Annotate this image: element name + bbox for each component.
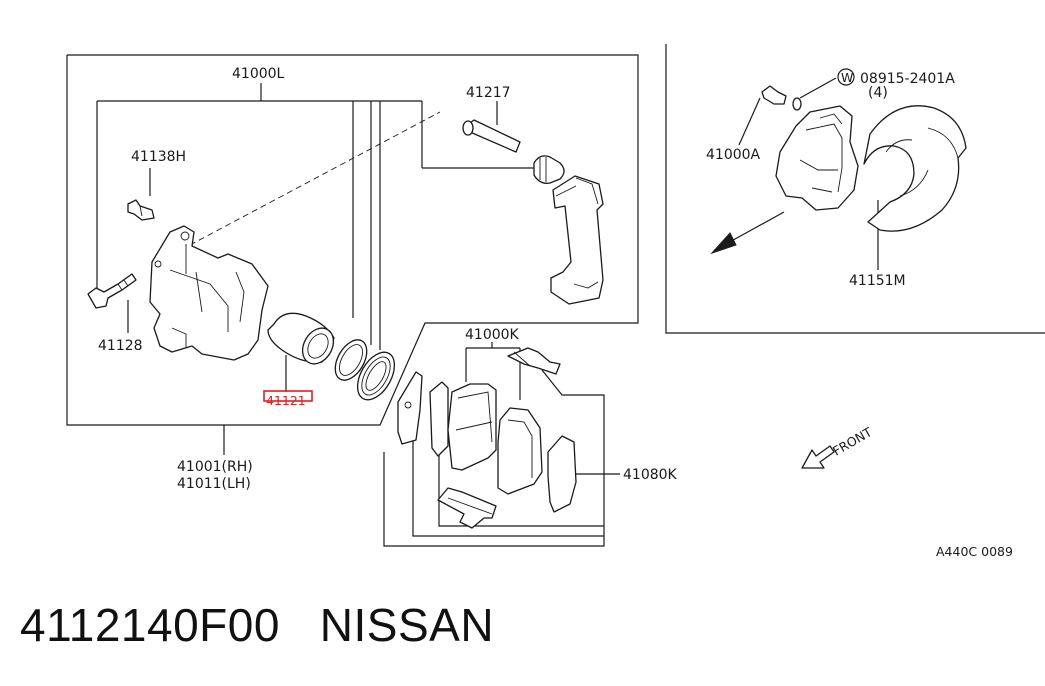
label-41138H: 41138H	[131, 149, 186, 165]
label-41121[interactable]: 41121	[266, 393, 306, 408]
inner-shim-part	[429, 381, 449, 457]
washer-symbol-circle	[837, 68, 855, 86]
pad-clip-top-part	[507, 347, 561, 375]
pad-shim-part	[547, 435, 577, 513]
label-41011-lh: 41011(LH)	[177, 476, 251, 492]
detail-caliper-part	[775, 105, 859, 211]
detail-washer-part	[792, 97, 802, 111]
label-41080K: 41080K	[623, 467, 678, 483]
caliper-group-frame	[66, 54, 639, 426]
dust-boot-part	[356, 351, 396, 401]
label-41000K: 41000K	[465, 327, 520, 343]
bolt-part	[87, 273, 137, 309]
label-41128: 41128	[98, 338, 143, 354]
pad-kit-frame	[383, 342, 620, 547]
caliper-bracket-part	[550, 175, 604, 305]
pad-clip-bottom-part	[437, 487, 497, 529]
piston-highlight-box	[263, 390, 313, 402]
detail-leaders	[738, 77, 879, 270]
label-41001-rh: 41001(RH)	[177, 459, 253, 475]
brand-name: NISSAN	[319, 599, 495, 651]
outer-shim-part	[397, 371, 423, 445]
piston-part	[267, 312, 335, 365]
label-washer-symbol: W	[841, 70, 853, 85]
brake-pad-outer-part	[447, 383, 497, 471]
front-arrow-icon	[801, 445, 835, 469]
label-washer-qty: (4)	[868, 85, 888, 101]
piston-seal-part	[334, 339, 368, 381]
label-08915-2401A: 08915-2401A	[860, 71, 955, 87]
brake-pad-inner-part	[497, 407, 543, 495]
bleeder-screw-part	[127, 199, 155, 221]
label-41151M: 41151M	[849, 273, 906, 289]
dust-shield-part	[863, 105, 967, 232]
caliper-assembly-leaders	[96, 83, 540, 455]
label-41000L: 41000L	[232, 66, 285, 82]
detail-panel-frame	[665, 44, 1045, 334]
part-title: 4112140F00 NISSAN	[20, 598, 494, 652]
direction-arrow	[710, 211, 785, 255]
caliper-body-part	[149, 225, 269, 361]
detail-bolt-part	[761, 85, 787, 105]
label-front: FRONT	[830, 424, 875, 459]
assembly-dash-line	[189, 111, 441, 246]
diagram-code: A440C 0089	[936, 544, 1013, 559]
part-number: 4112140F00	[20, 599, 280, 651]
slide-pin-part	[462, 119, 565, 184]
label-41217: 41217	[466, 85, 511, 101]
label-41000A: 41000A	[706, 147, 761, 163]
